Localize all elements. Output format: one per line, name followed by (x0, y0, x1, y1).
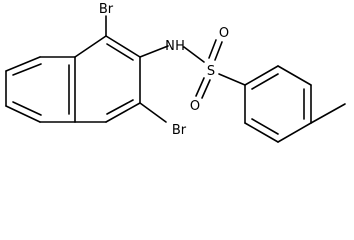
atom-br-bottom: Br (172, 123, 187, 138)
bond-c1-c8a (74, 35, 107, 58)
bond-s-aryl (218, 73, 246, 86)
bond-c-n (139, 45, 169, 58)
bond-c3br-c4-inner (106, 99, 134, 115)
bond-c2-c3-inner (12, 63, 42, 76)
bond-c-br-bottom (139, 102, 167, 123)
atom-h: H (175, 39, 185, 54)
atom-o-top: O (219, 26, 229, 41)
bond-t5-t6-inner (251, 118, 279, 135)
bond-s-o-top-a (208, 39, 217, 59)
bond-n-s (183, 46, 205, 63)
bond-t5-t6 (244, 122, 279, 143)
bond-s-o-bottom-a (195, 77, 205, 97)
naphthalene-bonds (5, 35, 141, 123)
atom-br-top: Br (99, 2, 114, 17)
bond-c8a-c2n-inner (106, 43, 134, 61)
bond-t2-t3 (277, 65, 312, 86)
bond-c3br-c4 (105, 102, 141, 123)
bond-t1-t2-inner (251, 73, 279, 90)
tolyl-ring-bonds (244, 65, 312, 143)
bond-t4-t5 (277, 122, 312, 143)
bond-c4-c5 (5, 105, 41, 123)
atom-n: N (165, 39, 175, 54)
bond-aryl-methyl (310, 103, 346, 124)
bond-t1-t2 (244, 65, 279, 86)
bond-c8a-c2n (105, 35, 141, 58)
chemical-structure-diagram: Br Br N H S O O (5, 2, 346, 143)
bond-c2-c3 (5, 56, 41, 72)
bond-s-o-bottom-b (201, 79, 211, 99)
atom-s: S (207, 64, 215, 79)
atom-o-bottom: O (190, 99, 200, 114)
bond-s-o-top-b (214, 41, 223, 61)
bond-c4-c5-inner (12, 101, 42, 116)
